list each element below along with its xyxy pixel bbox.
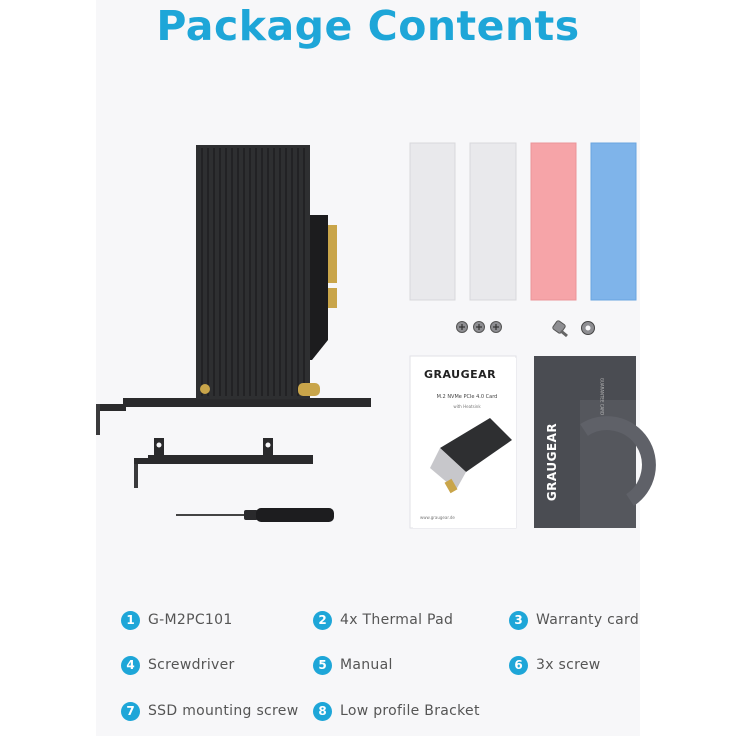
legend-label: 3x screw	[536, 657, 601, 673]
screwdriver-image	[176, 508, 334, 522]
legend-label: Warranty card	[536, 612, 640, 628]
ssd-mounting-screw-image	[552, 320, 595, 338]
manual-heading: M.2 NVMe PCIe 4.0 Card	[436, 394, 498, 400]
legend-item-5: 5 Manual	[313, 654, 393, 676]
legend-label: 4x Thermal Pad	[340, 612, 454, 628]
legend-number: 2	[313, 610, 332, 630]
manual-footer: www.graugear.de	[420, 515, 455, 520]
warranty-side-text: GUARANTEE CARD	[599, 377, 605, 416]
manual-image	[409, 355, 517, 529]
warranty-card-image	[534, 356, 656, 528]
legend-item-3: 3 Warranty card	[509, 609, 639, 631]
screws-image	[456, 321, 502, 333]
warranty-brand: GRAUGEAR	[545, 422, 559, 502]
manual-subheading: with Heatsink	[453, 404, 481, 409]
legend-label: SSD mounting screw	[148, 703, 299, 719]
legend-item-7: 7 SSD mounting screw	[121, 700, 298, 722]
legend-label: Screwdriver	[148, 657, 235, 673]
legend-item-1: 1 G-M2PC101	[121, 609, 233, 631]
legend-label: G-M2PC101	[148, 612, 233, 628]
legend-number: 7	[121, 701, 140, 721]
legend-number: 4	[121, 655, 140, 675]
legend-number: 5	[313, 655, 332, 675]
thermal-pads-image	[409, 142, 637, 301]
legend-number: 6	[509, 655, 528, 675]
low-profile-bracket-image	[134, 438, 313, 488]
legend-item-8: 8 Low profile Bracket	[313, 700, 480, 722]
legend-label: Low profile Bracket	[340, 703, 480, 719]
legend-item-4: 4 Screwdriver	[121, 654, 235, 676]
manual-brand: GRAUGEAR	[424, 368, 497, 381]
legend-item-6: 6 3x screw	[509, 654, 601, 676]
legend-number: 1	[121, 610, 140, 630]
pcie-card-image	[96, 145, 371, 435]
legend-number: 8	[313, 701, 332, 721]
page-title: Package Contents	[156, 2, 580, 50]
legend-number: 3	[509, 610, 528, 630]
legend-label: Manual	[340, 657, 393, 673]
legend-item-2: 2 4x Thermal Pad	[313, 609, 453, 631]
